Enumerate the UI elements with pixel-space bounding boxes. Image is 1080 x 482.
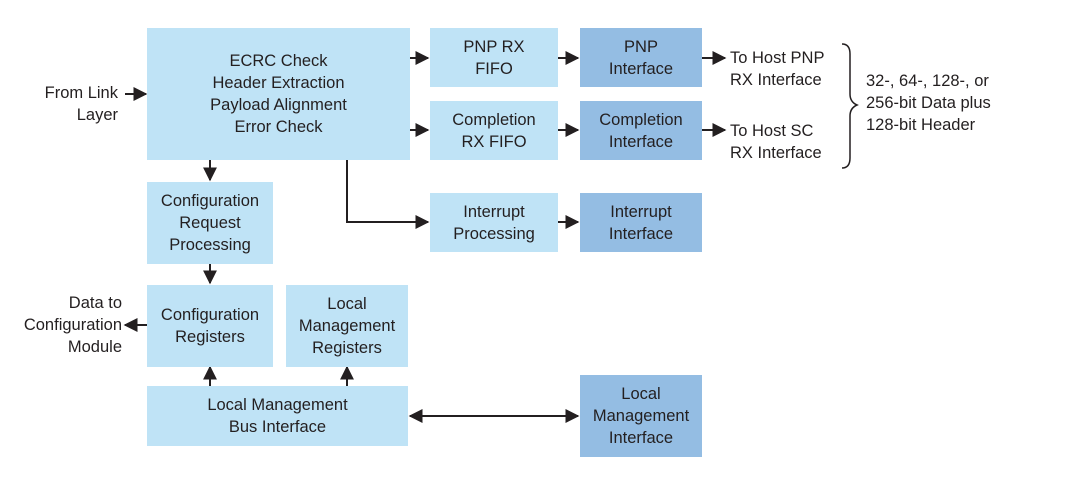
completion-interface-block: Completion Interface <box>580 101 702 160</box>
interrupt-interface-block: Interrupt Interface <box>580 193 702 252</box>
from-link-layer-label: From Link Layer <box>44 84 118 124</box>
interrupt-processing-block: Interrupt Processing <box>430 193 558 252</box>
to-host-sc-label: To Host SC RX Interface <box>730 122 822 162</box>
data-width-label: 32-, 64-, 128-, or 256-bit Data plus 128… <box>866 72 991 134</box>
config-request-processing-block: Configuration Request Processing <box>147 182 273 264</box>
completion-rx-fifo-block: Completion RX FIFO <box>430 101 558 160</box>
data-to-config-module-label: Data to Configuration Module <box>23 294 122 356</box>
local-mgmt-bus-interface-block: Local Management Bus Interface <box>147 386 408 446</box>
curly-brace <box>841 43 859 169</box>
pnp-interface-block: PNP Interface <box>580 28 702 87</box>
ecrc-block: ECRC Check Header Extraction Payload Ali… <box>147 28 410 160</box>
local-mgmt-registers-block: Local Management Registers <box>286 285 408 367</box>
config-registers-block: Configuration Registers <box>147 285 273 367</box>
local-mgmt-interface-block: Local Management Interface <box>580 375 702 457</box>
arrow-ecrc-to-interrupt <box>346 160 430 229</box>
to-host-pnp-label: To Host PNP RX Interface <box>730 49 825 89</box>
pnp-rx-fifo-block: PNP RX FIFO <box>430 28 558 87</box>
